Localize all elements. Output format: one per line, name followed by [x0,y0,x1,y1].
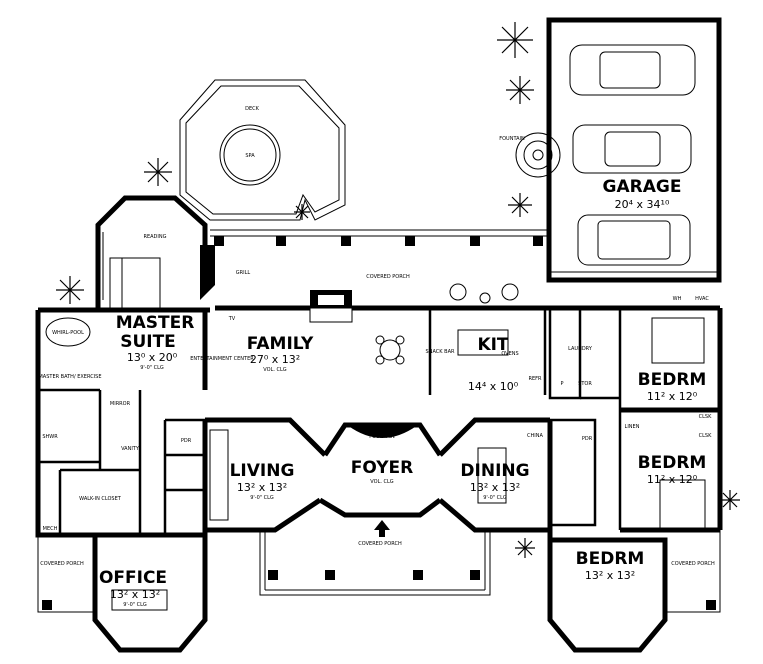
dining-label: DINING [460,461,529,481]
car-3 [577,214,691,266]
master-suite-note: 9'-0" CLG [140,365,164,371]
bedrm-2-dims: 11² x 12⁰ [647,473,698,486]
bedrm2-bed [659,479,706,529]
entertainment-label: ENTERTAINMENT CENTER [190,356,254,362]
bedrm-1-label: BEDRM [638,370,707,390]
laundry-label: LAUNDRY [568,346,593,352]
office-desk [111,589,168,611]
exterior-walls [35,195,723,653]
hvac-label: HVAC [695,296,709,302]
whirlpool-tub [45,317,91,347]
stor-label: STOR [578,381,592,387]
bedrm-3-dims: 13² x 13² [585,569,635,582]
garage-label: GARAGE [603,177,682,197]
master-suite-label-2: SUITE [120,332,176,352]
fireplace [309,290,353,323]
family-note: VOL. CLG [263,367,287,373]
car-1 [569,44,696,96]
foyer-note: VOL. CLG [370,479,394,485]
family-label: FAMILY [247,334,314,354]
master-bed [109,257,161,309]
foyer-fountain [347,424,418,438]
snack-bar-label: SNACK BAR [426,349,455,355]
master-bath-label: MASTER BATH/ EXERCISE [38,374,101,380]
foyer-fountain-label: FOUNTAIN [369,434,395,440]
family-dims: 27⁰ x 13² [250,353,300,366]
dining-note: 9'-0" CLG [483,495,507,501]
pdr-right-label: PDR [582,436,593,442]
kit-label: KIT [477,335,508,355]
right-porch-label: COVERED PORCH [671,561,715,567]
office-dims: 13² x 13² [110,588,160,601]
family-table [375,335,405,365]
clsk-2-label: CLSK [699,433,712,439]
garage [546,17,722,283]
car-2 [572,124,692,174]
garage-dims: 20⁴ x 34¹⁰ [615,198,670,211]
garage-fountain [515,132,561,178]
wh-label: WH [673,296,682,302]
front-porch-label: COVERED PORCH [358,541,402,547]
grill-label: GRILL [236,270,251,276]
entry-arrow [374,520,390,537]
spa-tub [219,124,281,186]
bedrm-2-label: BEDRM [638,453,707,473]
garage-fountain-label: FOUNTAIN [499,136,525,142]
bedrm1-bed [651,317,705,364]
vanity-label: VANITY [121,446,140,452]
ovens-label: OVENS [501,351,518,357]
p-label: P [560,381,563,387]
dining-dims: 13² x 13² [470,481,520,494]
left-porch-label: COVERED PORCH [40,561,84,567]
kit-dims: 14⁴ x 10⁰ [468,380,519,393]
bedrm-3-label: BEDRM [576,549,645,569]
porch-posts [42,236,716,610]
deck [179,79,346,221]
office-note: 9'-0" CLG [123,602,147,608]
master-suite-dims: 13⁰ x 20⁰ [127,351,178,364]
pdr-left-label: PDR [181,438,192,444]
office-label: OFFICE [99,568,167,588]
back-porch-label: COVERED PORCH [366,274,410,280]
bedrm-1-dims: 11² x 12⁰ [647,390,698,403]
curb-label: CURB [555,278,570,284]
reading-label: READING [144,234,167,240]
back-porch-chairs [449,283,519,304]
living-dims: 13² x 13² [237,481,287,494]
landscaping [56,22,740,558]
deck-label: DECK [245,106,260,112]
china-label: CHINA [527,433,543,439]
linen-label: LINEN [625,424,640,430]
spa-label: SPA [245,153,255,159]
living-label: LIVING [230,461,295,481]
mirror-label: MIRROR [110,401,131,407]
mech-label: MECH [43,526,58,532]
living-note: 9'-0" CLG [250,495,274,501]
dining-table [477,447,507,504]
whirlpool-label: WHIRL-POOL [52,330,84,336]
living-sofa [209,429,229,521]
clsk-1-label: CLSK [699,414,712,420]
master-suite-label-1: MASTER [116,313,195,333]
tv-label: TV [228,316,236,322]
shwr-label: SHWR [42,434,58,440]
walk-in-closet-label: WALK-IN CLOSET [79,496,122,502]
refr-label: REFR [529,376,543,382]
kitchen-island [457,329,509,356]
foyer-label: FOYER [351,458,413,478]
